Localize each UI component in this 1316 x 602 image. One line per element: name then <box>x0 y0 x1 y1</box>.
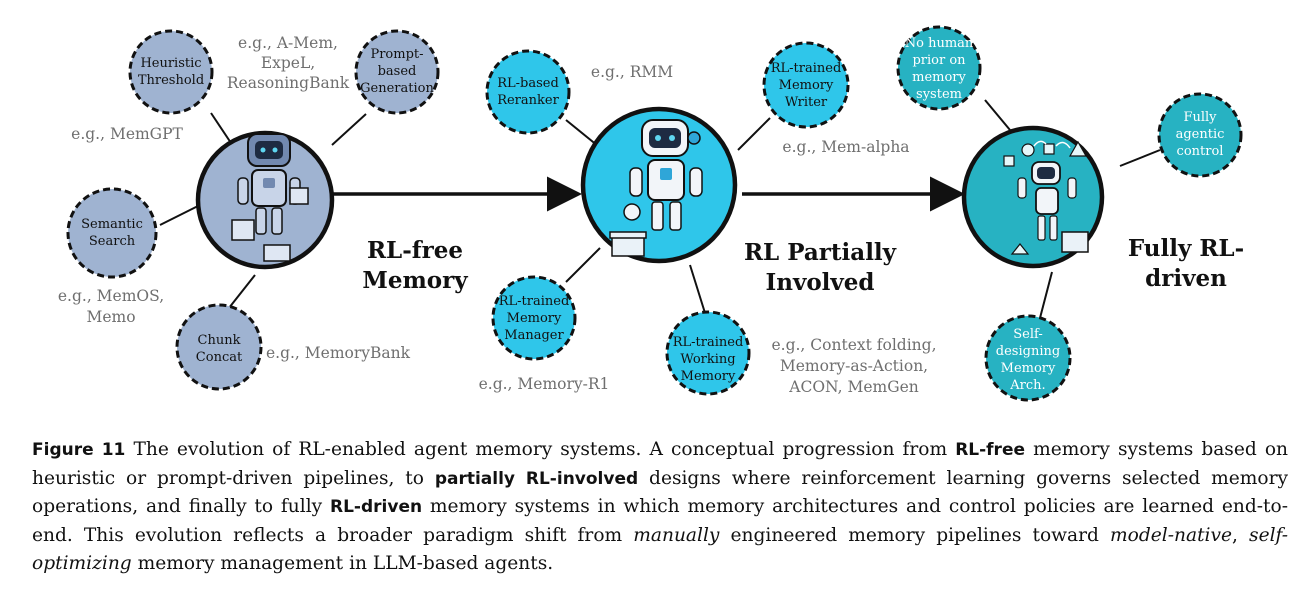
node-heuristic-threshold-line1: Heuristic <box>140 56 201 71</box>
node-prompt-based-generation: Prompt- based Generation <box>354 29 440 115</box>
caption-part-2: memory systems based on heuristic or pro… <box>32 439 1289 489</box>
example-amem-line2: ExpeL, <box>261 54 315 72</box>
example-context-folding-line3: ACON, MemGen <box>788 378 918 396</box>
node-prompt-based-generation-line1: Prompt- <box>370 47 423 62</box>
node-no-human-prior-line3: memory <box>912 70 966 85</box>
node-no-human-prior: No human prior on memory system <box>896 25 982 111</box>
node-memory-writer-line2: Memory <box>779 78 834 93</box>
caption-part-4: memory systems in which memory architect… <box>32 496 1288 546</box>
node-heuristic-threshold-line2: Threshold <box>138 73 204 88</box>
node-chunk-concat-line1: Chunk <box>198 333 241 348</box>
stage-fully-rl-label-line2: driven <box>1145 265 1227 292</box>
node-rl-trained-memory-writer: RL-trained Memory Writer <box>762 41 850 129</box>
example-mem-alpha: e.g., Mem-alpha <box>782 138 909 156</box>
figure-caption: Figure 11 The evolution of RL-enabled ag… <box>32 436 1288 579</box>
node-memory-manager-line3: Manager <box>504 328 564 343</box>
node-fully-agentic-line2: agentic <box>1176 127 1225 142</box>
stage-fully-rl-driven <box>961 125 1105 269</box>
example-context-folding-line2: Memory-as-Action, <box>780 357 928 375</box>
example-memory-r1: e.g., Memory-R1 <box>479 375 610 393</box>
stage-rl-free-label-line2: Memory <box>362 267 468 294</box>
node-memory-manager-line1: RL-trained <box>499 294 570 309</box>
node-memory-writer-line3: Writer <box>785 95 828 110</box>
node-self-designing-memory: Self- designing Memory Arch. <box>984 314 1072 402</box>
figure-label: Figure 11 <box>32 440 126 460</box>
robot-stacking-blocks-icon <box>231 133 309 262</box>
caption-part-7: memory management in LLM-based agents. <box>131 553 554 574</box>
node-semantic-search-line1: Semantic <box>81 217 143 232</box>
caption-part-5: engineered memory pipelines toward <box>719 524 1111 546</box>
stage2-connectors <box>565 117 771 314</box>
node-no-human-prior-line2: prior on <box>912 53 966 68</box>
caption-emphasis-manually: manually <box>633 524 720 546</box>
example-memos-line1: e.g., MemOS, <box>58 287 164 305</box>
example-context-folding-line1: e.g., Context folding, <box>771 336 936 354</box>
node-no-human-prior-line1: No human <box>905 36 974 51</box>
node-prompt-based-generation-line3: Generation <box>360 81 434 96</box>
caption-keyword-rl-driven: RL-driven <box>330 497 423 517</box>
robot-filing-box-icon <box>609 119 703 257</box>
example-memos-line2: Memo <box>86 308 135 326</box>
node-working-memory-line1: RL-trained <box>673 335 744 350</box>
caption-keyword-partially: partially RL-involved <box>434 468 639 489</box>
node-chunk-concat: Chunk Concat <box>175 303 263 391</box>
node-self-designing-line4: Arch. <box>1009 378 1045 393</box>
stage-fully-rl-label-line1: Fully RL- <box>1128 235 1244 262</box>
node-fully-agentic-line1: Fully <box>1183 110 1217 125</box>
node-fully-agentic-line3: control <box>1177 144 1224 159</box>
node-working-memory-line2: Working <box>680 352 735 367</box>
stage-rl-partially-involved <box>580 106 738 264</box>
node-rl-based-reranker: RL-based Reranker <box>485 49 571 135</box>
example-amem-line1: e.g., A-Mem, <box>238 34 338 52</box>
node-semantic-search-line2: Search <box>89 234 136 249</box>
example-memgpt: e.g., MemGPT <box>71 125 183 143</box>
stage-rl-partially-label-line1: RL Partially <box>744 239 897 266</box>
caption-keyword-rl-free: RL-free <box>955 440 1026 460</box>
node-prompt-based-generation-line2: based <box>378 64 417 79</box>
node-fully-agentic-control: Fully agentic control <box>1157 92 1243 178</box>
node-semantic-search: Semantic Search <box>66 187 158 279</box>
node-self-designing-line2: designing <box>996 344 1060 359</box>
caption-part-6: , <box>1232 524 1250 546</box>
node-rl-trained-working-memory: RL-trained Working Memory <box>665 310 751 396</box>
stage3-connectors <box>984 99 1161 319</box>
node-memory-writer-line1: RL-trained <box>771 61 842 76</box>
memory-evolution-diagram: Heuristic Threshold Prompt- based Genera… <box>58 25 1244 402</box>
node-chunk-concat-line2: Concat <box>196 350 243 365</box>
stage-rl-free-label-line1: RL-free <box>367 237 463 264</box>
node-self-designing-line3: Memory <box>1001 361 1056 376</box>
node-rl-based-reranker-line2: Reranker <box>497 93 559 108</box>
example-amem-line3: ReasoningBank <box>227 74 350 92</box>
node-no-human-prior-line4: system <box>916 87 962 102</box>
node-heuristic-threshold: Heuristic Threshold <box>128 29 214 115</box>
caption-emphasis-self-optimizing: self-optimizing <box>32 524 1289 575</box>
robot-juggling-shapes-icon <box>1003 140 1089 255</box>
caption-part-1: The evolution of RL-enabled agent memory… <box>125 439 956 460</box>
caption-part-3: designs where reinforcement learning gov… <box>32 467 1288 518</box>
node-rl-trained-memory-manager: RL-trained Memory Manager <box>491 275 577 361</box>
stage-rl-free <box>195 130 335 270</box>
example-memorybank: e.g., MemoryBank <box>266 344 411 362</box>
node-memory-manager-line2: Memory <box>507 311 562 326</box>
node-rl-based-reranker-line1: RL-based <box>497 76 559 91</box>
caption-emphasis-model-native: model-native <box>1110 524 1232 546</box>
node-working-memory-line3: Memory <box>681 369 736 384</box>
example-rmm: e.g., RMM <box>591 63 673 81</box>
node-self-designing-line1: Self- <box>1013 327 1043 342</box>
stage-rl-partially-label-line2: Involved <box>765 269 874 296</box>
